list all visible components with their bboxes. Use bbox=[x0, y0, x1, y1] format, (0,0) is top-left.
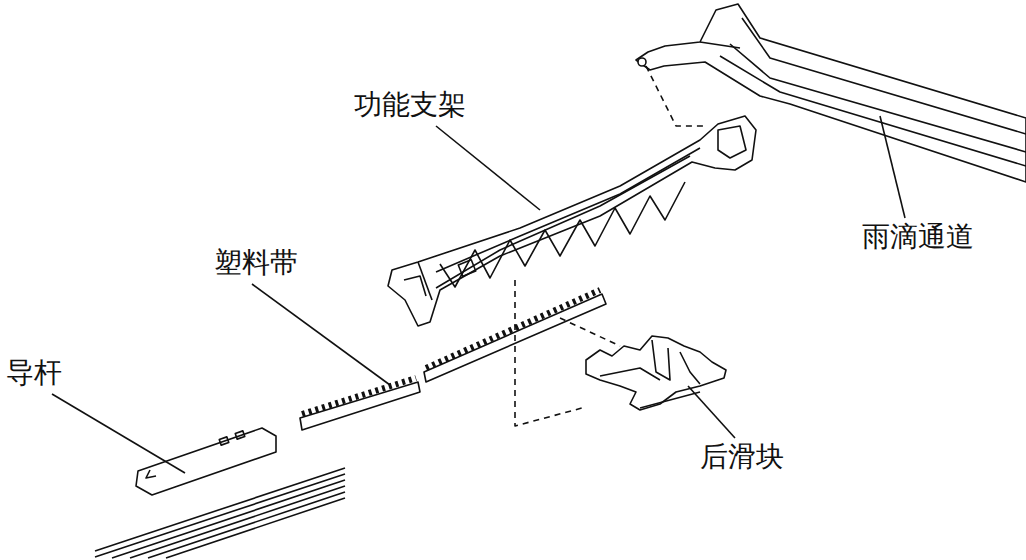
part-label: 导杆 bbox=[4, 356, 64, 390]
part-label: 后滑块 bbox=[698, 440, 786, 474]
part-label: 功能支架 bbox=[352, 88, 468, 122]
plastic-strip bbox=[300, 290, 606, 430]
assembly-line bbox=[515, 66, 706, 426]
part-label: 雨滴通道 bbox=[860, 220, 976, 254]
function-bracket bbox=[388, 116, 756, 326]
guide-rail bbox=[95, 428, 345, 558]
rear-slider bbox=[586, 336, 726, 410]
part-label: 塑料带 bbox=[212, 246, 300, 280]
leader-line bbox=[52, 116, 905, 473]
